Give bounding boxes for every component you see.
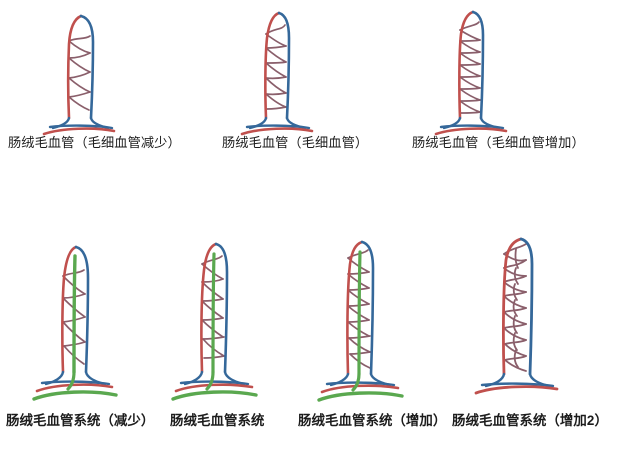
panel-6-caption: 肠绒毛血管系统（增加） (298, 413, 447, 428)
villus-diagram-panel-5 (164, 232, 284, 402)
panel-1-caption: 肠绒毛血管（毛细血管减少） (8, 135, 181, 150)
villus-diagram-panel-3 (420, 6, 550, 136)
panel-7-caption: 肠绒毛血管系统（增加2） (452, 413, 608, 428)
villus-diagram-panel-6 (308, 232, 428, 402)
villus-diagram-panel-2 (228, 6, 348, 136)
villus-diagram-panel-1 (28, 6, 148, 136)
panel-5-caption: 肠绒毛血管系统 (170, 413, 265, 428)
panel-3-caption: 肠绒毛血管（毛细血管增加） (412, 135, 585, 150)
panel-2-caption: 肠绒毛血管（毛细血管） (222, 135, 369, 150)
villus-diagram-panel-7 (460, 232, 590, 402)
villus-diagram-panel-4 (22, 232, 142, 402)
panel-4-caption: 肠绒毛血管系统（减少） (6, 413, 155, 428)
